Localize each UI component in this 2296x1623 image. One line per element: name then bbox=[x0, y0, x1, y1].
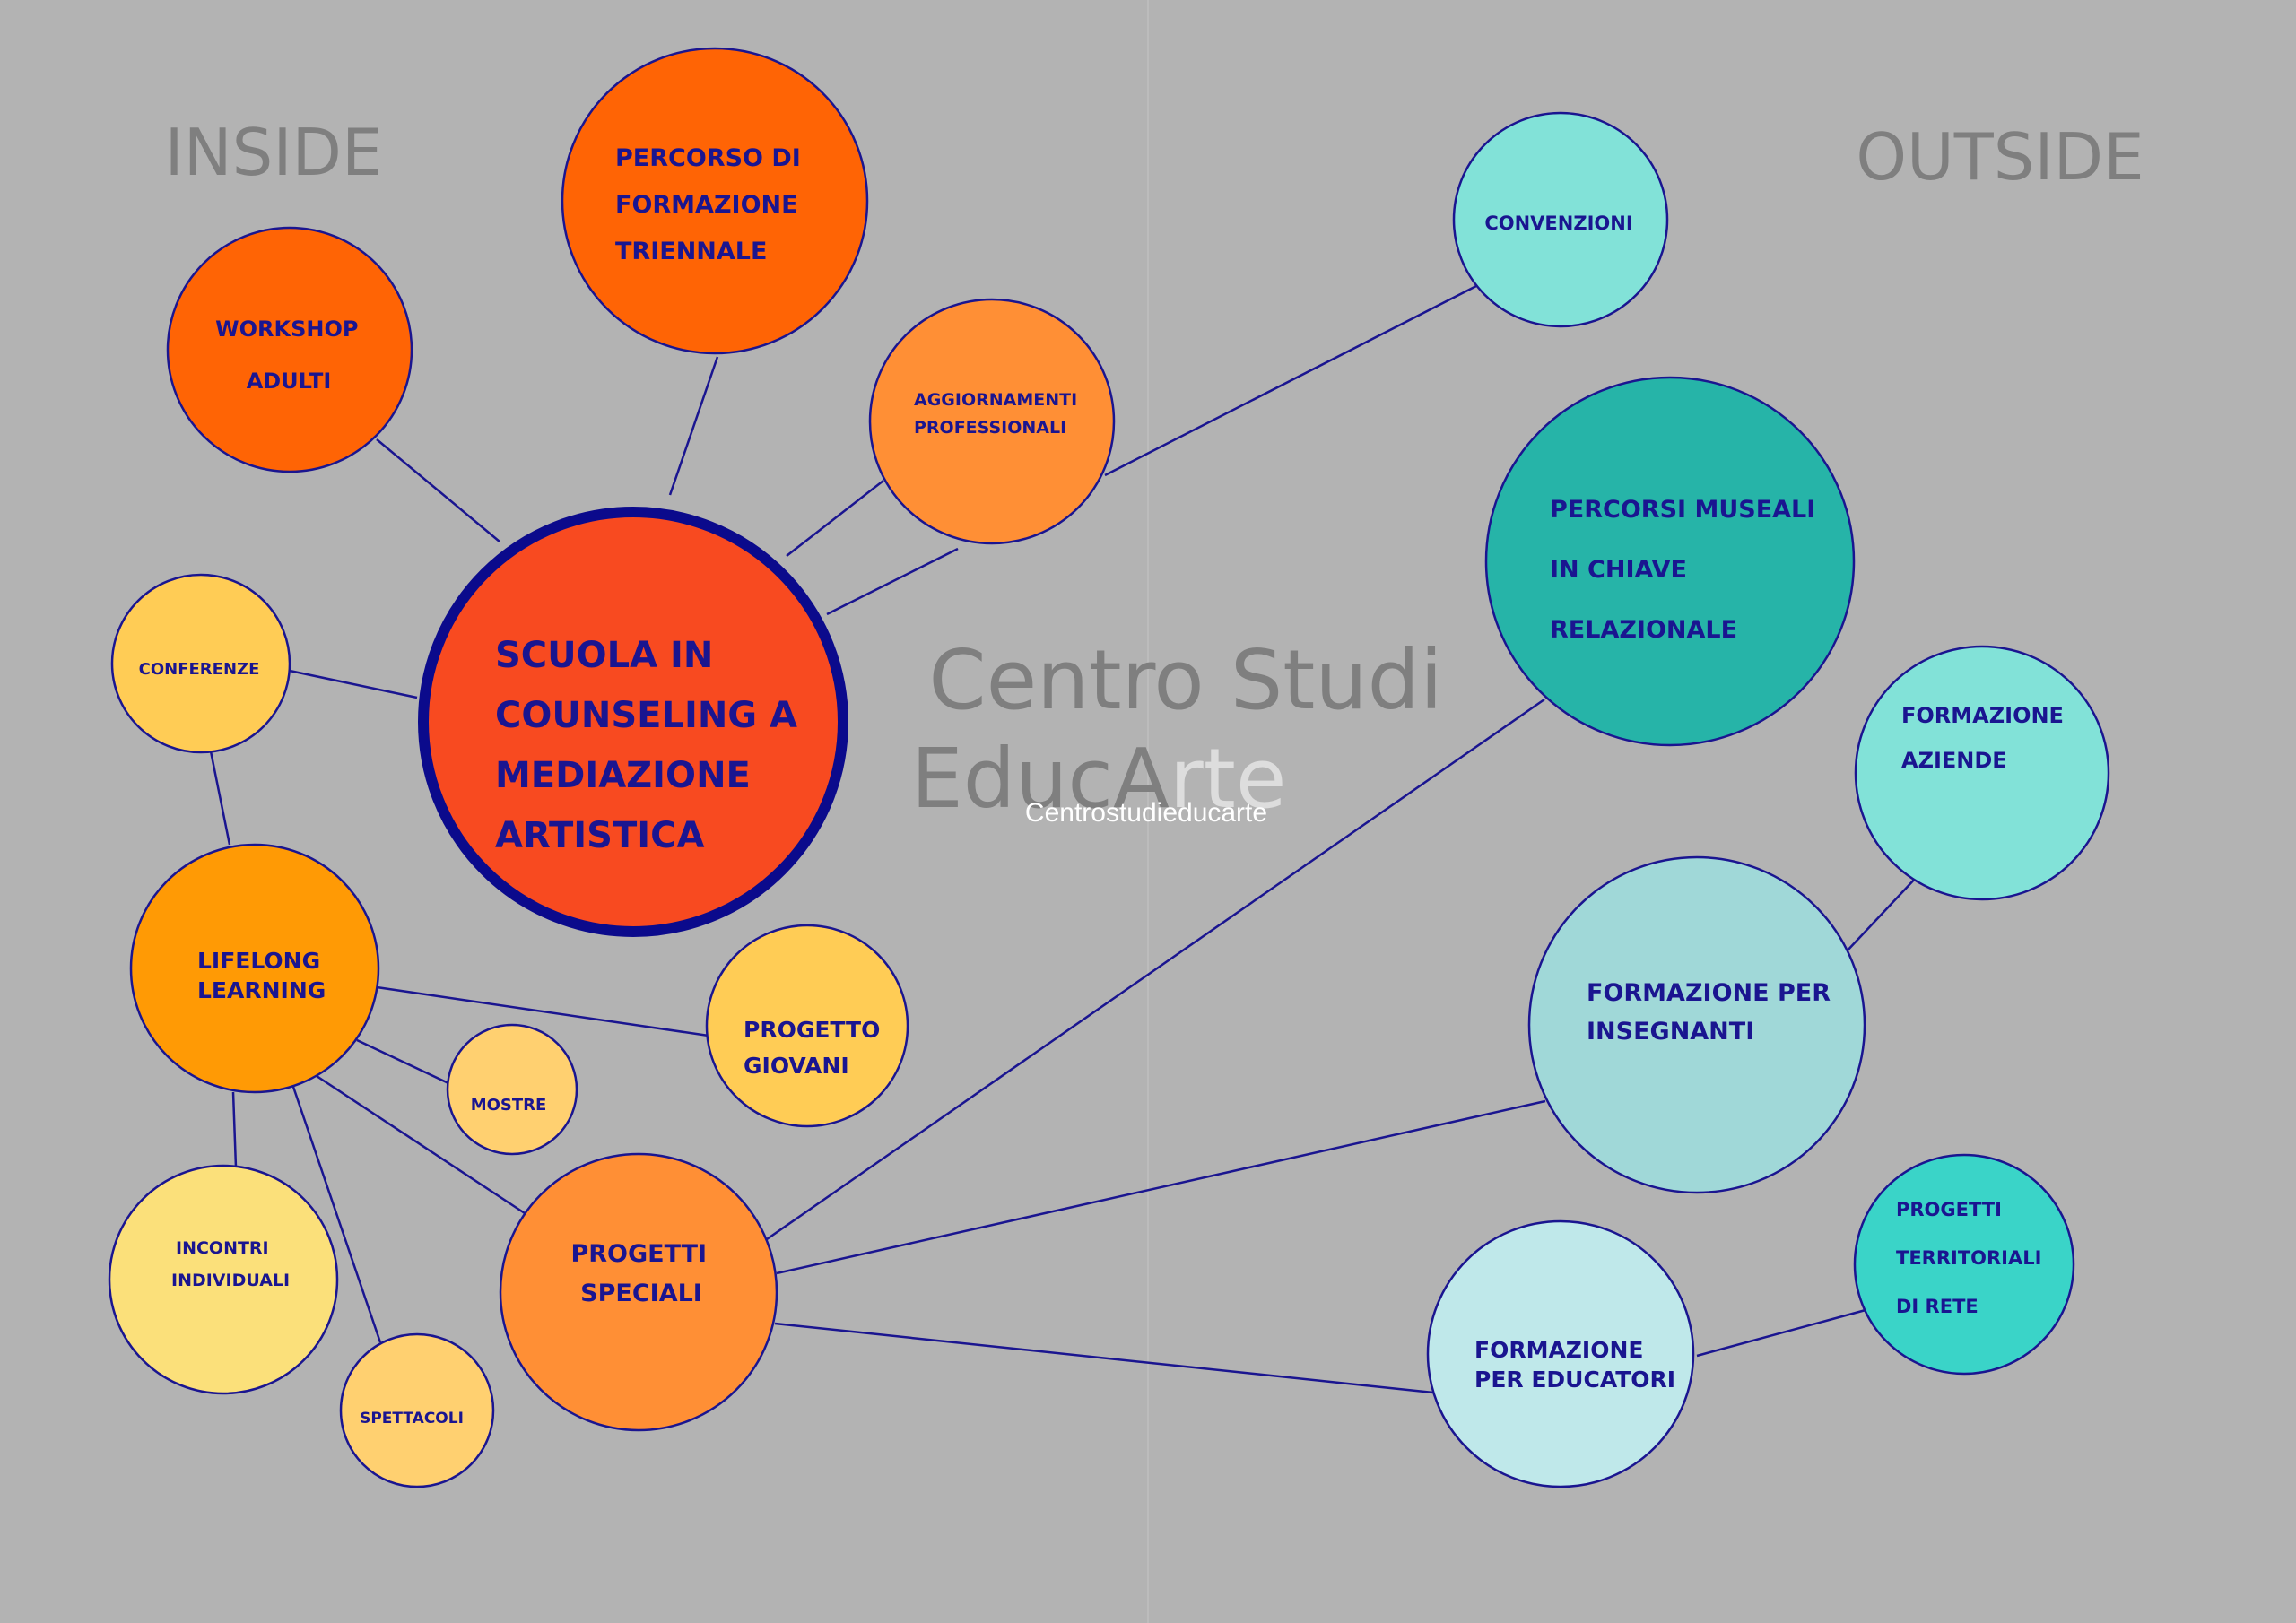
brand-title-line2-dark: EducA bbox=[911, 731, 1170, 827]
node-lifelong: LIFELONG LEARNING bbox=[129, 843, 380, 1094]
node-spettacoli: SPETTACOLI bbox=[339, 1332, 495, 1488]
node-progetti-speciali-circle bbox=[499, 1152, 778, 1432]
node-lifelong-label: LIFELONG LEARNING bbox=[197, 948, 328, 1003]
node-conferenze: CONFERENZE bbox=[110, 573, 291, 754]
node-progetti-speciali: PROGETTI SPECIALI bbox=[499, 1152, 778, 1432]
node-aggiornamenti-circle bbox=[868, 298, 1116, 545]
link-progetti-speciali-musei bbox=[766, 698, 1545, 1241]
connector-lines bbox=[208, 283, 1918, 1394]
node-incontri-circle bbox=[108, 1164, 339, 1395]
node-percorso-label: PERCORSO DI FORMAZIONE TRIENNALE bbox=[615, 144, 809, 265]
node-mostre: MOSTRE bbox=[446, 1023, 578, 1156]
node-musei-circle bbox=[1484, 376, 1856, 747]
link-aggiornamenti-convenzioni bbox=[1104, 283, 1479, 477]
link-lifelong-mostre bbox=[356, 1038, 449, 1085]
node-aggiornamenti: AGGIORNAMENTI PROFESSIONALI bbox=[868, 298, 1116, 545]
node-educatori-circle bbox=[1426, 1219, 1695, 1488]
node-percorso: PERCORSO DI FORMAZIONE TRIENNALE bbox=[561, 47, 869, 355]
link-progetti-speciali-educatori bbox=[774, 1322, 1434, 1394]
node-incontri-label: INCONTRI INDIVIDUALI bbox=[171, 1238, 290, 1290]
link-educatori-territoriali bbox=[1696, 1308, 1866, 1358]
brand-title-line2-light: rte bbox=[1170, 731, 1287, 827]
heading-outside: OUTSIDE bbox=[1856, 119, 2144, 195]
node-mostre-label: MOSTRE bbox=[471, 1096, 547, 1115]
node-territoriali-label: PROGETTI TERRITORIALI DI RETE bbox=[1896, 1199, 2048, 1317]
link-aggiornamenti-scuola-2 bbox=[826, 547, 959, 616]
node-conferenze-circle bbox=[110, 573, 291, 754]
node-convenzioni-circle bbox=[1452, 111, 1669, 328]
link-lifelong-progetti-speciali bbox=[316, 1074, 526, 1215]
link-conferenze-scuola bbox=[289, 669, 418, 699]
brand-title-line1: Centro Studi bbox=[928, 632, 1442, 728]
link-aggiornamenti-scuola-1 bbox=[786, 480, 884, 557]
node-percorso-circle bbox=[561, 47, 869, 355]
node-territoriali-circle bbox=[1853, 1153, 2075, 1376]
node-progetto-giovani: PROGETTO GIOVANI bbox=[705, 924, 909, 1128]
brand-title-line2: EducArte bbox=[911, 731, 1287, 827]
link-lifelong-spettacoli bbox=[291, 1086, 382, 1343]
watermark-text: Centrostudieducarte bbox=[1025, 798, 1267, 828]
node-progetti-speciali-label: PROGETTI SPECIALI bbox=[570, 1240, 715, 1307]
node-aggiornamenti-label: AGGIORNAMENTI PROFESSIONALI bbox=[914, 390, 1083, 438]
node-musei: PERCORSI MUSEALI IN CHIAVE RELAZIONALE bbox=[1484, 376, 1856, 747]
heading-inside: INSIDE bbox=[165, 115, 383, 190]
center-brand-title: Centro Studi EducArte Centrostudieducart… bbox=[911, 632, 1443, 828]
node-insegnanti: FORMAZIONE PER INSEGNANTI bbox=[1527, 855, 1866, 1194]
node-insegnanti-label: FORMAZIONE PER INSEGNANTI bbox=[1587, 979, 1839, 1046]
node-territoriali: PROGETTI TERRITORIALI DI RETE bbox=[1853, 1153, 2075, 1376]
node-progetto-giovani-circle bbox=[705, 924, 909, 1128]
link-insegnanti-aziende bbox=[1845, 876, 1918, 953]
node-lifelong-circle bbox=[129, 843, 380, 1094]
node-musei-label: PERCORSI MUSEALI IN CHIAVE RELAZIONALE bbox=[1550, 496, 1824, 644]
node-insegnanti-circle bbox=[1527, 855, 1866, 1194]
link-percorso-scuola bbox=[668, 356, 719, 496]
node-progetto-giovani-label: PROGETTO GIOVANI bbox=[744, 1017, 888, 1079]
node-scuola-label: SCUOLA IN COUNSELING A MEDIAZIONE ARTIST… bbox=[495, 635, 810, 856]
node-convenzioni: CONVENZIONI bbox=[1452, 111, 1669, 328]
link-lifelong-giovani bbox=[376, 985, 709, 1037]
node-aziende: FORMAZIONE AZIENDE bbox=[1854, 645, 2110, 901]
node-conferenze-label: CONFERENZE bbox=[139, 660, 260, 679]
link-workshop-scuola bbox=[376, 438, 500, 542]
node-workshop-label: WORKSHOP ADULTI bbox=[215, 317, 366, 394]
node-incontri: INCONTRI INDIVIDUALI bbox=[108, 1164, 339, 1395]
link-lifelong-incontri bbox=[231, 1091, 238, 1168]
link-progetti-speciali-insegnanti bbox=[776, 1099, 1546, 1275]
node-spettacoli-circle bbox=[339, 1332, 495, 1488]
node-spettacoli-label: SPETTACOLI bbox=[360, 1410, 464, 1428]
node-aziende-label: FORMAZIONE AZIENDE bbox=[1901, 703, 2071, 773]
link-conferenze-lifelong bbox=[208, 746, 231, 846]
node-mostre-circle bbox=[446, 1023, 578, 1156]
node-educatori: FORMAZIONE PER EDUCATORI bbox=[1426, 1219, 1695, 1488]
node-educatori-label: FORMAZIONE PER EDUCATORI bbox=[1474, 1337, 1675, 1393]
node-convenzioni-label: CONVENZIONI bbox=[1484, 213, 1632, 234]
node-aziende-circle bbox=[1854, 645, 2110, 901]
node-scuola: SCUOLA IN COUNSELING A MEDIAZIONE ARTIST… bbox=[418, 507, 848, 937]
node-workshop-circle bbox=[166, 226, 413, 473]
node-workshop: WORKSHOP ADULTI bbox=[166, 226, 413, 473]
node-scuola-circle bbox=[418, 507, 848, 937]
